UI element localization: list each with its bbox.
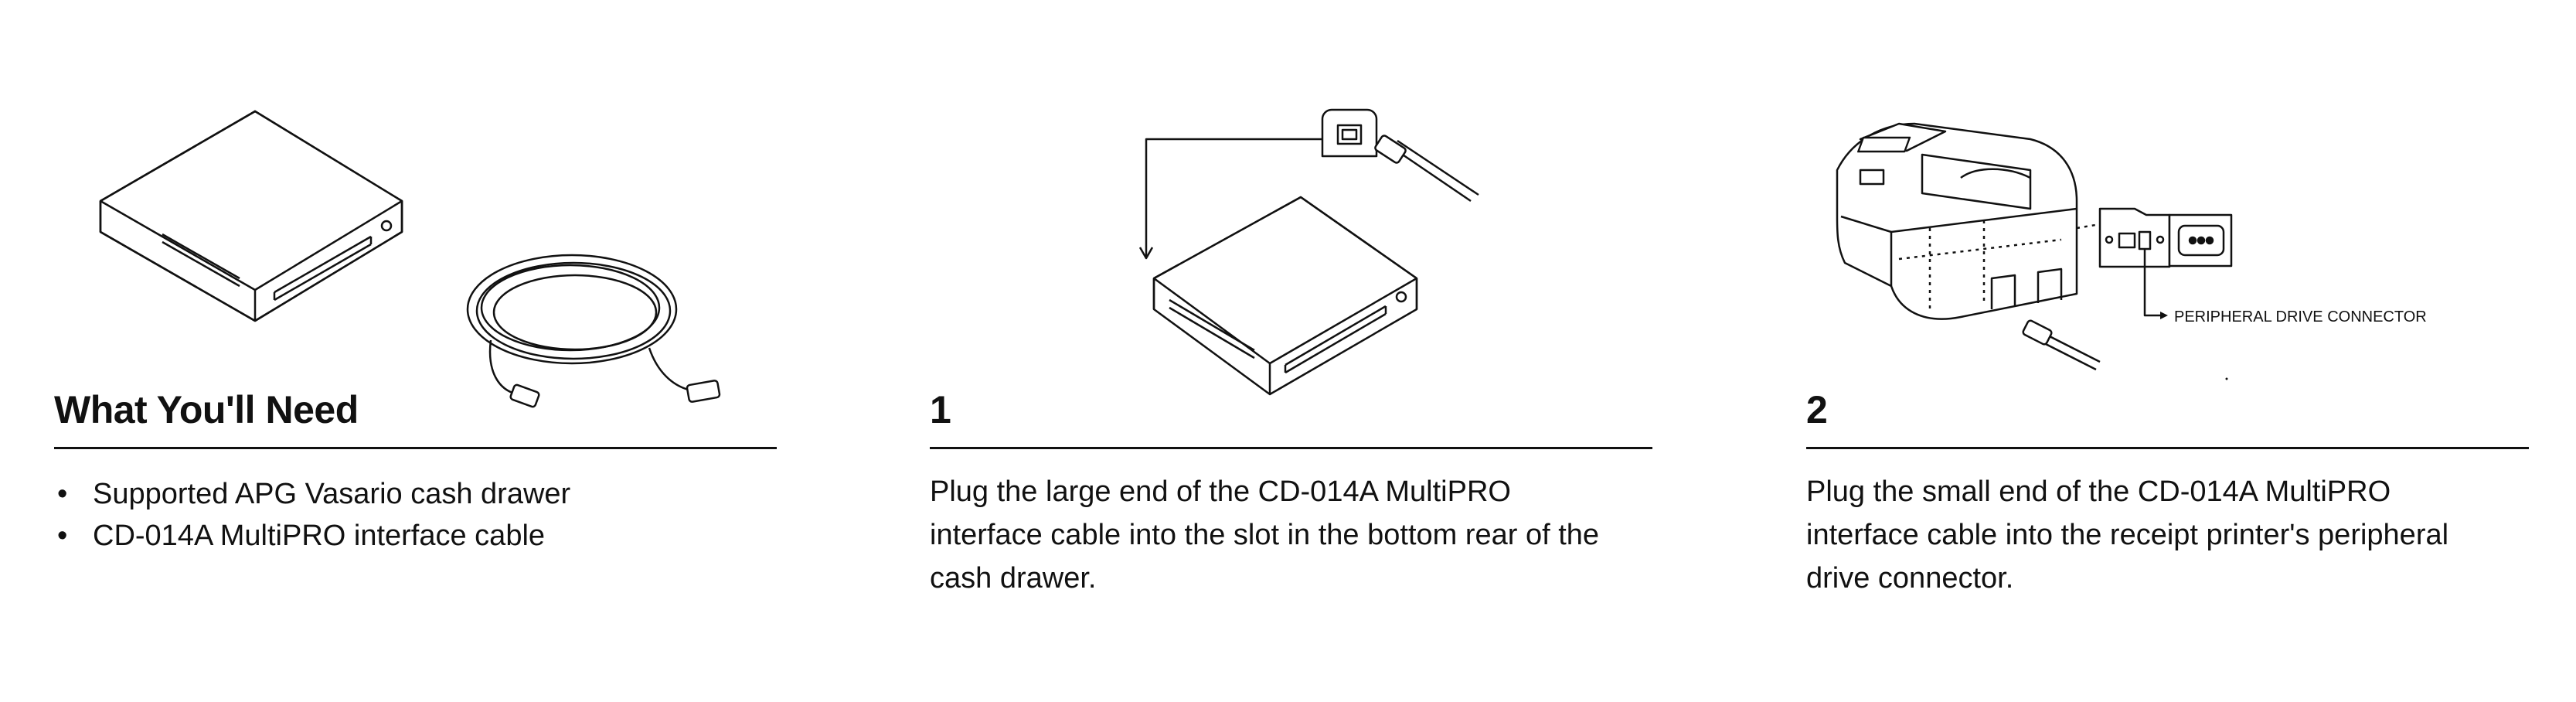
divider (930, 447, 1652, 449)
section-heading: What You'll Need (54, 388, 359, 431)
divider (54, 447, 777, 449)
cash-drawer-icon (99, 110, 403, 322)
divider (1806, 447, 2529, 449)
step-instructions: Plug the large end of the CD-014A MultiP… (930, 475, 1600, 595)
cable-plug-icon (2022, 319, 2101, 371)
cash-drawer-and-cable-illustration (54, 93, 777, 410)
receipt-printer-icon (1836, 122, 2078, 320)
connector-panel-icon (2076, 207, 2233, 268)
callout-line (2143, 249, 2168, 319)
section-step-1: 1 Plug the large end of the CD-014A Mult… (930, 0, 1652, 702)
arrow-icon (1138, 138, 1322, 260)
requirements-list: Supported APG Vasario cash drawer CD-014… (54, 473, 570, 557)
step-number: 2 (1806, 388, 1828, 431)
interface-cable-icon (466, 254, 721, 408)
step-number: 1 (930, 388, 951, 431)
cash-drawer-icon (1152, 196, 1418, 396)
cash-drawer-cable-connection-illustration (930, 93, 1652, 410)
section-what-youll-need: What You'll Need Supported APG Vasario c… (54, 0, 777, 702)
section-step-2: PERIPHERAL DRIVE CONNECTOR 2 Plug the sm… (1806, 0, 2529, 702)
step-instructions: Plug the small end of the CD-014A MultiP… (1806, 475, 2449, 595)
receipt-printer-connection-illustration: PERIPHERAL DRIVE CONNECTOR (1806, 93, 2529, 410)
connector-port-icon (1321, 108, 1479, 203)
callout-label: PERIPHERAL DRIVE CONNECTOR (2174, 308, 2427, 325)
list-item: Supported APG Vasario cash drawer (54, 473, 570, 515)
list-item: CD-014A MultiPRO interface cable (54, 515, 570, 557)
